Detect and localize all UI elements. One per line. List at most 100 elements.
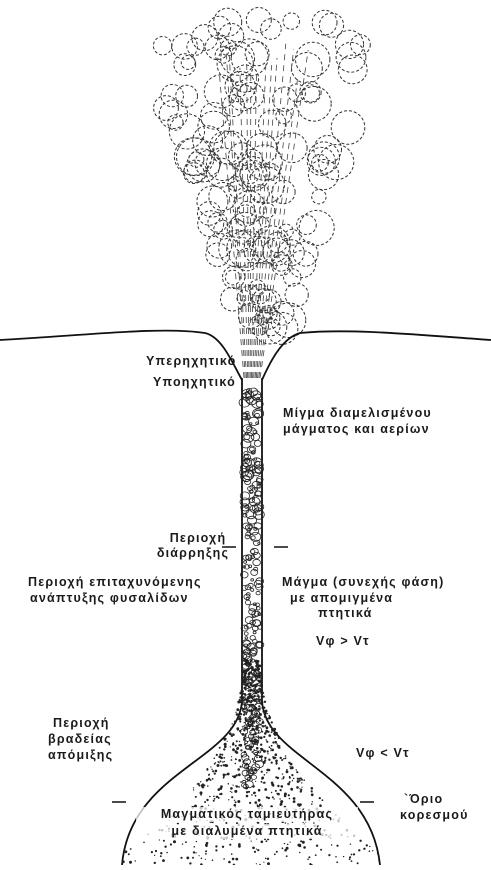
dissolved-volatile-dot xyxy=(227,773,230,776)
dissolved-volatile-dot xyxy=(357,862,359,864)
dissolved-volatile-dot xyxy=(255,660,257,662)
dissolved-volatile-dot xyxy=(239,721,241,723)
dissolved-volatile-dot xyxy=(241,707,243,709)
dissolved-volatile-dot xyxy=(281,778,282,779)
dissolved-volatile-dot xyxy=(252,758,254,760)
dissolved-volatile-dot xyxy=(290,842,291,843)
dissolved-volatile-dot xyxy=(163,840,165,842)
dissolved-volatile-dot xyxy=(237,768,240,771)
label-fragmented-mixture-line1: Μίγμα διαμελισμένου xyxy=(283,406,432,421)
dissolved-volatile-dot xyxy=(253,736,255,738)
plume-puff xyxy=(270,301,294,325)
dissolved-volatile-dot xyxy=(216,754,218,756)
dissolved-volatile-dot xyxy=(250,735,251,736)
dissolved-volatile-dot xyxy=(234,721,236,723)
dissolved-volatile-dot xyxy=(259,696,260,697)
dissolved-volatile-dot xyxy=(275,776,277,778)
dissolved-volatile-dot xyxy=(288,794,290,796)
dissolved-volatile-dot xyxy=(245,733,246,734)
dissolved-volatile-dot xyxy=(266,726,269,729)
magma-bubble xyxy=(251,579,254,581)
dissolved-volatile-dot xyxy=(247,696,250,699)
dissolved-volatile-dot xyxy=(263,761,266,764)
dissolved-volatile-dot xyxy=(242,693,243,694)
dissolved-volatile-dot xyxy=(279,745,280,746)
dissolved-volatile-dot xyxy=(262,691,264,693)
dissolved-volatile-dot xyxy=(320,849,322,851)
dissolved-volatile-dot xyxy=(285,755,287,757)
dissolved-volatile-dot xyxy=(259,719,261,721)
dissolved-volatile-dot xyxy=(252,682,254,684)
dissolved-volatile-dot xyxy=(236,740,238,742)
dissolved-volatile-dot xyxy=(250,663,252,665)
dissolved-volatile-dot xyxy=(366,844,368,846)
dissolved-volatile-dot xyxy=(257,695,259,697)
dissolved-volatile-dot xyxy=(251,678,253,680)
dissolved-volatile-dot xyxy=(276,793,278,795)
plume-puff xyxy=(308,142,339,173)
dissolved-volatile-dot xyxy=(135,860,136,861)
dissolved-volatile-dot xyxy=(256,756,258,758)
label-slow-exsolution-line1: Περιοχή xyxy=(53,716,110,731)
dissolved-volatile-dot xyxy=(243,711,245,713)
dissolved-volatile-dot xyxy=(261,756,262,757)
dissolved-volatile-dot xyxy=(219,747,221,749)
dissolved-volatile-dot xyxy=(230,728,232,730)
dissolved-volatile-dot xyxy=(251,841,252,842)
dissolved-volatile-dot xyxy=(230,746,231,747)
plume-puff xyxy=(247,145,282,180)
plume-puff xyxy=(299,210,334,245)
plume-puff xyxy=(273,87,297,111)
dissolved-volatile-dot xyxy=(228,783,230,785)
dissolved-volatile-dot xyxy=(255,801,258,804)
dissolved-volatile-dot xyxy=(128,853,130,855)
dissolved-volatile-dot xyxy=(205,853,207,855)
label-velocity-less: Vφ < Vτ xyxy=(356,746,410,761)
dissolved-volatile-dot xyxy=(213,800,215,802)
dissolved-volatile-dot xyxy=(300,789,302,791)
dissolved-volatile-dot xyxy=(192,857,194,859)
dissolved-volatile-dot xyxy=(254,699,256,701)
dissolved-volatile-dot xyxy=(290,763,293,766)
dissolved-volatile-dot xyxy=(275,760,278,763)
dissolved-volatile-dot xyxy=(225,738,227,740)
magma-bubble xyxy=(245,535,250,539)
dissolved-volatile-dot xyxy=(271,749,274,752)
dissolved-volatile-dot xyxy=(369,850,371,852)
dissolved-volatile-dot xyxy=(266,796,268,798)
dissolved-volatile-dot xyxy=(235,750,238,753)
label-magma-chamber-line2: με διαλυμένα πτητικά xyxy=(136,824,358,839)
dissolved-volatile-dot xyxy=(260,691,262,693)
dissolved-volatile-dot xyxy=(214,798,216,800)
dissolved-volatile-dot xyxy=(261,759,262,760)
dissolved-volatile-dot xyxy=(258,680,261,683)
dissolved-volatile-dot xyxy=(182,843,183,844)
dissolved-volatile-dot xyxy=(243,709,245,711)
dissolved-volatile-dot xyxy=(212,778,214,780)
plume-puff xyxy=(153,37,171,55)
dissolved-volatile-dot xyxy=(299,788,300,789)
plume-puff xyxy=(331,111,365,145)
dissolved-volatile-dot xyxy=(261,841,264,844)
dissolved-volatile-dot xyxy=(236,708,239,711)
dissolved-volatile-dot xyxy=(200,781,201,782)
dissolved-volatile-dot xyxy=(280,789,282,791)
label-subsonic: Υποηχητικό xyxy=(153,375,236,390)
plume-puff xyxy=(260,203,275,218)
dissolved-volatile-dot xyxy=(254,738,256,740)
dissolved-volatile-dot xyxy=(232,748,235,751)
label-continuous-magma-line1: Μάγμα (συνεχής φάση) xyxy=(282,575,445,590)
dissolved-volatile-dot xyxy=(249,706,250,707)
dissolved-volatile-dot xyxy=(255,704,257,706)
dissolved-volatile-dot xyxy=(130,848,132,850)
dissolved-volatile-dot xyxy=(287,783,290,786)
dissolved-volatile-dot xyxy=(244,703,246,705)
dissolved-volatile-dot xyxy=(256,727,259,730)
dissolved-volatile-dot xyxy=(215,845,217,847)
dissolved-volatile-dot xyxy=(240,713,242,715)
dissolved-volatile-dot xyxy=(234,790,237,793)
dissolved-volatile-dot xyxy=(266,741,268,743)
dissolved-volatile-dot xyxy=(232,776,234,778)
dissolved-volatile-dot xyxy=(262,725,264,727)
plume-puff xyxy=(193,126,223,156)
